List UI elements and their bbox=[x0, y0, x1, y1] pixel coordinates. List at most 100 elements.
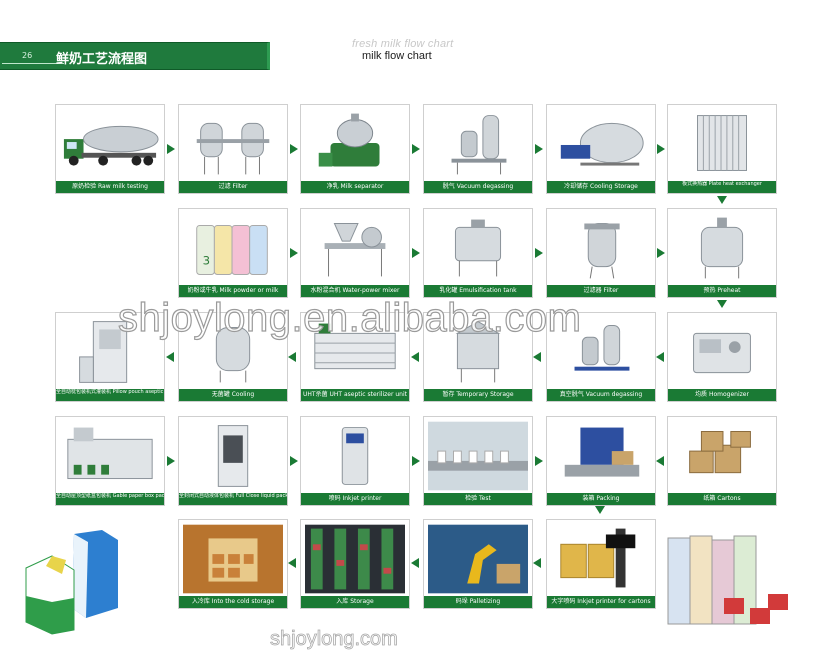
step-label: 暂存 Temporary Storage bbox=[424, 389, 532, 401]
step-raw-milk-testing: 原奶检验 Raw milk testing bbox=[55, 104, 165, 194]
step-label: 水粉混合机 Water-power mixer bbox=[301, 285, 409, 297]
step-cartons: 纸箱 Cartons bbox=[667, 416, 777, 506]
cold-room-icon bbox=[183, 524, 283, 594]
step-label: 过滤器 Filter bbox=[547, 285, 655, 297]
flow-arrow bbox=[167, 144, 175, 154]
step-emulsification-tank: 乳化罐 Emulsification tank bbox=[423, 208, 533, 298]
gable-machine-icon bbox=[60, 421, 160, 491]
storage-tank-icon bbox=[428, 317, 528, 387]
step-label: 冷却储存 Cooling Storage bbox=[547, 181, 655, 193]
step-packing: 装箱 Packing bbox=[546, 416, 656, 506]
step-cold-storage: 入冷库 Into the cold storage bbox=[178, 519, 288, 609]
step-test: 检验 Test bbox=[423, 416, 533, 506]
step-plate-heat-exchanger: 板式换热器 Plate heat exchanger bbox=[667, 104, 777, 194]
uht-unit-icon bbox=[305, 317, 405, 387]
emulsification-tank-icon bbox=[428, 213, 528, 283]
plate-exchanger-icon bbox=[672, 109, 772, 179]
step-label: 全自动枕包装机式灌装机 Pillow pouch aseptic packing… bbox=[56, 389, 164, 401]
step-temporary-storage: 暂存 Temporary Storage bbox=[423, 312, 533, 402]
flow-arrow bbox=[167, 456, 175, 466]
filter-vessel-icon bbox=[551, 213, 651, 283]
footer-watermark-text: shjoylong.com bbox=[270, 628, 399, 651]
step-label: 码垛 Palletizing bbox=[424, 596, 532, 608]
inkjet-printer-icon bbox=[305, 421, 405, 491]
milk-powder-cans-icon: 3 bbox=[183, 213, 283, 283]
flow-arrow bbox=[290, 248, 298, 258]
flow-arrow bbox=[717, 300, 727, 308]
flow-arrow bbox=[535, 248, 543, 258]
step-cooling-storage: 冷却储存 Cooling Storage bbox=[546, 104, 656, 194]
liquid-packer-icon bbox=[183, 421, 283, 491]
header-bar: 26 鲜奶工艺流程图 bbox=[0, 42, 270, 70]
step-label: 无菌罐 Cooling bbox=[179, 389, 287, 401]
step-label: 净乳 Milk separator bbox=[301, 181, 409, 193]
twin-filter-icon bbox=[183, 109, 283, 179]
inspection-line-icon bbox=[428, 421, 528, 491]
mixer-icon bbox=[305, 213, 405, 283]
step-full-close-packing: 全封闭式自动液体包装机 Full Close liquid packing ma… bbox=[178, 416, 288, 506]
step-carton-inkjet: 大字喷码 Inkjet printer for cartons bbox=[546, 519, 656, 609]
flow-arrow bbox=[288, 558, 296, 568]
step-label: 脱气 Vacuum degassing bbox=[424, 181, 532, 193]
step-label: 真空脱气 Vacuum degassing bbox=[547, 389, 655, 401]
degasser-icon bbox=[551, 317, 651, 387]
step-inkjet-printer: 喷码 Inkjet printer bbox=[300, 416, 410, 506]
homogenizer-icon bbox=[672, 317, 772, 387]
pouch-machine-icon bbox=[60, 317, 160, 387]
step-filter-2: 过滤器 Filter bbox=[546, 208, 656, 298]
step-label: 纸箱 Cartons bbox=[668, 493, 776, 505]
subtitle: milk flow chart bbox=[362, 50, 432, 62]
palletizing-robot-icon bbox=[428, 524, 528, 594]
cartons-icon bbox=[672, 421, 772, 491]
flow-arrow bbox=[535, 144, 543, 154]
step-vacuum-degassing-1: 脱气 Vacuum degassing bbox=[423, 104, 533, 194]
step-filter-1: 过滤 Filter bbox=[178, 104, 288, 194]
flow-arrow bbox=[717, 196, 727, 204]
page-title: 鲜奶工艺流程图 bbox=[56, 52, 148, 67]
svg-text:3: 3 bbox=[203, 254, 210, 268]
step-preheat: 预热 Preheat bbox=[667, 208, 777, 298]
step-water-powder-mixer: 水粉混合机 Water-power mixer bbox=[300, 208, 410, 298]
flow-arrow bbox=[412, 456, 420, 466]
horizontal-tank-icon bbox=[551, 109, 651, 179]
step-label: 检验 Test bbox=[424, 493, 532, 505]
step-label: 装箱 Packing bbox=[547, 493, 655, 505]
separator-icon bbox=[305, 109, 405, 179]
watermark-text: shjoylong.en.alibaba.com bbox=[117, 295, 582, 340]
step-label: 过滤 Filter bbox=[179, 181, 287, 193]
milk-carton-illustration bbox=[22, 526, 142, 640]
step-label: 均质 Homogenizer bbox=[668, 389, 776, 401]
tanker-truck-icon bbox=[60, 109, 160, 179]
step-pillow-pouch-packing: 全自动枕包装机式灌装机 Pillow pouch aseptic packing… bbox=[55, 312, 165, 402]
step-homogenizer: 均质 Homogenizer bbox=[667, 312, 777, 402]
flow-arrow bbox=[411, 352, 419, 362]
step-label: 全封闭式自动液体包装机 Full Close liquid packing ma… bbox=[179, 493, 287, 505]
flow-arrow bbox=[656, 352, 664, 362]
carton-printer-icon bbox=[551, 524, 651, 594]
step-label: 大字喷码 Inkjet printer for cartons bbox=[547, 596, 655, 608]
flow-arrow bbox=[412, 248, 420, 258]
flow-arrow bbox=[533, 558, 541, 568]
packaging-film-illustration bbox=[664, 528, 794, 648]
step-label: 乳化罐 Emulsification tank bbox=[424, 285, 532, 297]
step-label: UHT杀菌 UHT aseptic sterilizer unit bbox=[301, 389, 409, 401]
step-label: 入冷库 Into the cold storage bbox=[179, 596, 287, 608]
flow-arrow bbox=[412, 144, 420, 154]
step-gable-packing: 全自动屋顶型纸盒包装机 Gable paper box packing mach… bbox=[55, 416, 165, 506]
step-cooling: 无菌罐 Cooling bbox=[178, 312, 288, 402]
step-label: 全自动屋顶型纸盒包装机 Gable paper box packing mach… bbox=[56, 493, 164, 505]
flow-arrow bbox=[290, 456, 298, 466]
aseptic-tank-icon bbox=[183, 317, 283, 387]
step-label: 预热 Preheat bbox=[668, 285, 776, 297]
step-palletizing: 码垛 Palletizing bbox=[423, 519, 533, 609]
case-packer-icon bbox=[551, 421, 651, 491]
degasser-icon bbox=[428, 109, 528, 179]
step-label: 喷码 Inkjet printer bbox=[301, 493, 409, 505]
step-label: 板式换热器 Plate heat exchanger bbox=[668, 181, 776, 193]
flow-arrow bbox=[411, 558, 419, 568]
preheat-tank-icon bbox=[672, 213, 772, 283]
flow-arrow bbox=[535, 456, 543, 466]
flow-arrow bbox=[166, 352, 174, 362]
flow-arrow bbox=[288, 352, 296, 362]
step-milk-powder: 3 奶粉或牛乳 Milk powder or milk bbox=[178, 208, 288, 298]
